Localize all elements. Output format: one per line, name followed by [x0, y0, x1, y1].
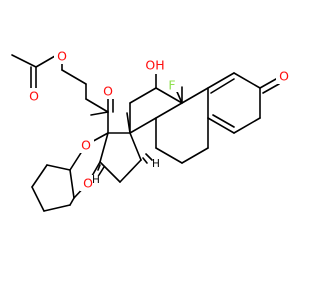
- bond: [43, 204, 71, 212]
- acetyl-carbonyl-oxygen-label: O: [29, 89, 39, 104]
- bond: [99, 161, 121, 183]
- atom-labels: O OH F O O O O O H H: [26, 48, 292, 191]
- bond: [181, 87, 209, 104]
- bond: [233, 117, 261, 134]
- bond-double: [210, 78, 235, 94]
- bond-double: [212, 114, 235, 128]
- bond-methyl: [11, 54, 37, 68]
- label-bg: [276, 68, 292, 84]
- ketal-rings: [31, 132, 109, 212]
- bond: [155, 147, 183, 164]
- bond: [233, 72, 261, 89]
- bond: [31, 186, 45, 212]
- bond: [129, 132, 142, 161]
- ketal-oxygen-b-label: O: [83, 176, 93, 191]
- side-carbonyl-oxygen-label: O: [103, 84, 113, 99]
- bond: [69, 197, 75, 206]
- bond-carbonyl: [85, 98, 109, 113]
- hash: [142, 157, 148, 164]
- bond: [207, 72, 235, 89]
- ring-a: [207, 72, 280, 134]
- label-bg: [142, 58, 168, 74]
- label-bg: [80, 175, 96, 191]
- bond-ketone: [259, 78, 277, 89]
- bond: [35, 55, 56, 68]
- label-bg: [100, 83, 116, 99]
- bond: [207, 117, 235, 134]
- acetoxy-side-chain: [11, 54, 114, 134]
- hydroxyl-label: OH: [145, 58, 164, 73]
- label-bg: [26, 88, 42, 104]
- ester-oxygen-label: O: [57, 49, 67, 64]
- bond: [181, 147, 209, 164]
- ketone-oxygen-label: O: [279, 69, 289, 84]
- bond-ketone-double: [262, 83, 280, 94]
- label-bg: [165, 78, 179, 92]
- ring-d: [99, 112, 142, 183]
- bond: [46, 164, 71, 171]
- bond: [155, 102, 183, 119]
- hash: [145, 153, 153, 161]
- hash: [98, 166, 105, 176]
- bond: [155, 87, 183, 104]
- bond: [31, 164, 48, 188]
- ketal-oxygen-a-label: O: [81, 138, 91, 153]
- stereo-h-16: [97, 164, 105, 176]
- bond: [119, 159, 142, 183]
- stereo-h-14: [140, 153, 153, 164]
- ring-c: [129, 69, 183, 134]
- bond: [129, 87, 157, 104]
- bond: [129, 117, 157, 134]
- bond: [99, 132, 109, 163]
- bond: [61, 69, 87, 85]
- ring-b: [155, 86, 209, 164]
- structure-canvas: O OH F O O O O O H H: [11, 48, 292, 212]
- fluorine-label: F: [168, 78, 175, 93]
- hydrogen-16-label: H: [92, 174, 100, 186]
- molecule-diagram: O OH F O O O O O H H: [11, 48, 292, 212]
- bond-carbonyl-double: [90, 111, 109, 116]
- label-bg: [54, 48, 70, 64]
- label-bg: [78, 137, 94, 153]
- hydrogen-14-label: H: [152, 158, 160, 170]
- hash: [97, 164, 101, 171]
- bond-methyl: [126, 112, 131, 134]
- bond: [69, 169, 75, 199]
